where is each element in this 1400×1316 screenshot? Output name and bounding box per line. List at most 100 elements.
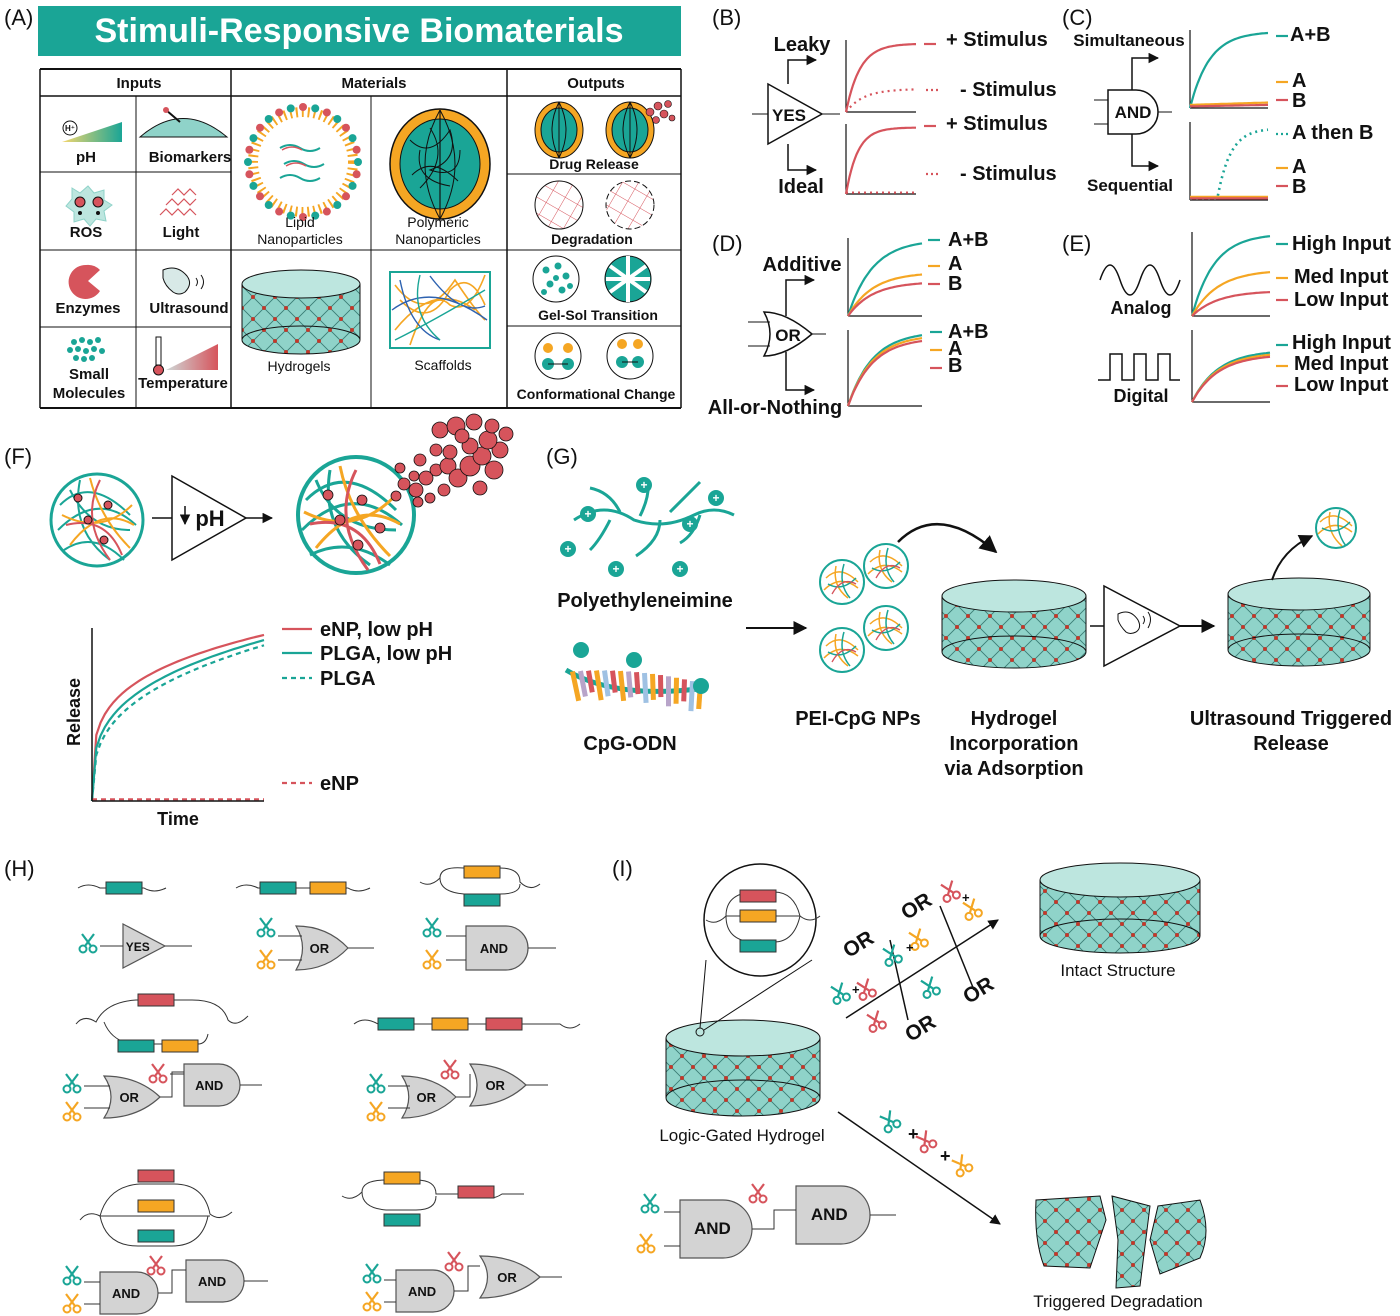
pei-charges — [560, 477, 724, 577]
material-label-scaffolds: Scaffolds — [414, 357, 471, 373]
b-minus-top: - Stimulus — [960, 79, 1057, 101]
scissor-icon — [422, 917, 442, 938]
scissor-icon — [951, 1154, 974, 1178]
panel-label-c: (C) — [1062, 5, 1093, 30]
d-a2-label: A — [948, 338, 962, 360]
e-low-label: Low Input — [1294, 289, 1389, 311]
ultrasound-icon — [162, 267, 204, 295]
lipid-nanoparticle-icon — [244, 103, 362, 221]
plus-sign: + — [612, 562, 619, 576]
scissor-icon — [920, 976, 941, 999]
f-plga-line — [90, 644, 265, 802]
scissor-icon — [146, 1255, 166, 1276]
ideal-label: Ideal — [778, 176, 824, 198]
c-sim-ab-line — [1188, 31, 1269, 109]
panel-a: Stimuli-Responsive Biomaterials Inputs M… — [38, 6, 682, 409]
e-med-label: Med Input — [1294, 266, 1389, 288]
peptide-block — [739, 939, 777, 953]
d-add-b-line — [847, 282, 923, 317]
f-ylabel: Release — [64, 678, 84, 746]
or-gate-label: OR — [119, 1090, 139, 1105]
ph-icon: H⁺ — [62, 120, 122, 142]
title-banner — [38, 6, 681, 56]
panel-label-d: (D) — [712, 231, 743, 256]
peptide-block — [137, 993, 175, 1007]
scaffold-icon — [389, 271, 491, 349]
peptide-block — [137, 1169, 175, 1183]
b-leaky-minus-line — [845, 88, 916, 113]
scissor-icon — [830, 982, 851, 1005]
scissor-icon — [148, 1063, 168, 1084]
input-label-ultrasound: Ultrasound — [149, 300, 228, 317]
b-ideal-plus-line — [844, 126, 916, 195]
nanoparticle-after — [296, 413, 514, 575]
and-gate-label: AND — [480, 941, 508, 956]
b-plus-bottom: + Stimulus — [946, 113, 1048, 135]
scissor-icon — [940, 880, 961, 903]
nps-label: PEI-CpG NPs — [795, 708, 921, 730]
degradation-icon — [534, 180, 655, 230]
or-label-4: OR — [959, 972, 998, 1008]
scissor-icon — [422, 949, 442, 970]
scissor-icon — [78, 933, 98, 954]
peptide-block — [377, 1017, 415, 1031]
d-a-label: A — [948, 253, 962, 275]
and-gate — [795, 1185, 871, 1245]
ph-gate — [171, 474, 248, 562]
panel-e: Analog Digital High Input Med Input Low … — [1098, 233, 1391, 406]
small-molecules-icon — [67, 337, 105, 362]
panel-f: pH Release Time eNP, low pH PLGA, low pH… — [49, 413, 514, 829]
scissor-icon — [879, 1110, 902, 1134]
polymeric-nanoparticle-icon — [389, 108, 491, 220]
f-plga-low-line — [90, 639, 265, 802]
scissor-icon — [882, 944, 903, 967]
light-icon — [159, 188, 197, 216]
material-label-hydrogels: Hydrogels — [267, 358, 330, 374]
and-gate — [185, 1259, 245, 1303]
gel-sol-icon — [532, 255, 652, 303]
table-grid — [39, 68, 682, 409]
output-label-gel-sol: Gel-Sol Transition — [538, 307, 658, 323]
legend-plga: PLGA — [320, 668, 376, 690]
panel-label-f: (F) — [4, 444, 32, 469]
or-gate — [468, 1063, 527, 1107]
c-sim-a-line — [1189, 101, 1269, 106]
and-gate-label: AND — [112, 1286, 140, 1301]
panel-label-g: (G) — [546, 444, 578, 469]
scissor-icon — [444, 1251, 464, 1272]
c-a-label: A — [1292, 70, 1306, 92]
pei-cpg-nanoparticles — [819, 543, 909, 673]
nanoparticle-before — [49, 472, 145, 568]
yes-gate-label: YES — [772, 106, 806, 125]
and-gate-c — [1107, 89, 1159, 135]
logic-hydrogel-icon — [665, 1019, 821, 1117]
c-sim-b-line — [1190, 103, 1268, 108]
analog-wave-icon — [1099, 264, 1181, 296]
input-label-ros: ROS — [70, 224, 103, 241]
i-plus-1: + — [908, 1124, 919, 1144]
scissor-icon — [636, 1233, 656, 1254]
output-label-degradation: Degradation — [551, 231, 633, 247]
c-ab-label: A+B — [1290, 24, 1331, 46]
degraded-hydrogel-icon — [1035, 1195, 1207, 1289]
or-gate — [294, 925, 349, 971]
ultrasound-gate — [1103, 584, 1182, 668]
and-gate-label: AND — [195, 1078, 223, 1093]
peptide-block — [383, 1213, 421, 1227]
plus-sign: + — [564, 542, 571, 556]
scissor-icon — [915, 1130, 938, 1154]
peptide-block — [463, 893, 501, 907]
and-gate-label: AND — [811, 1205, 848, 1224]
and-gate — [99, 1271, 159, 1315]
and-gate — [395, 1269, 455, 1313]
plus-sign: + — [962, 890, 970, 905]
c-a2-label: A — [1292, 156, 1306, 178]
e-analog-high-line — [1190, 235, 1271, 317]
hydrogel-icon-a — [241, 269, 361, 355]
header-inputs: Inputs — [117, 75, 162, 92]
output-label-conformational: Conformational Change — [517, 386, 676, 402]
ph-symbol: H⁺ — [65, 124, 75, 133]
